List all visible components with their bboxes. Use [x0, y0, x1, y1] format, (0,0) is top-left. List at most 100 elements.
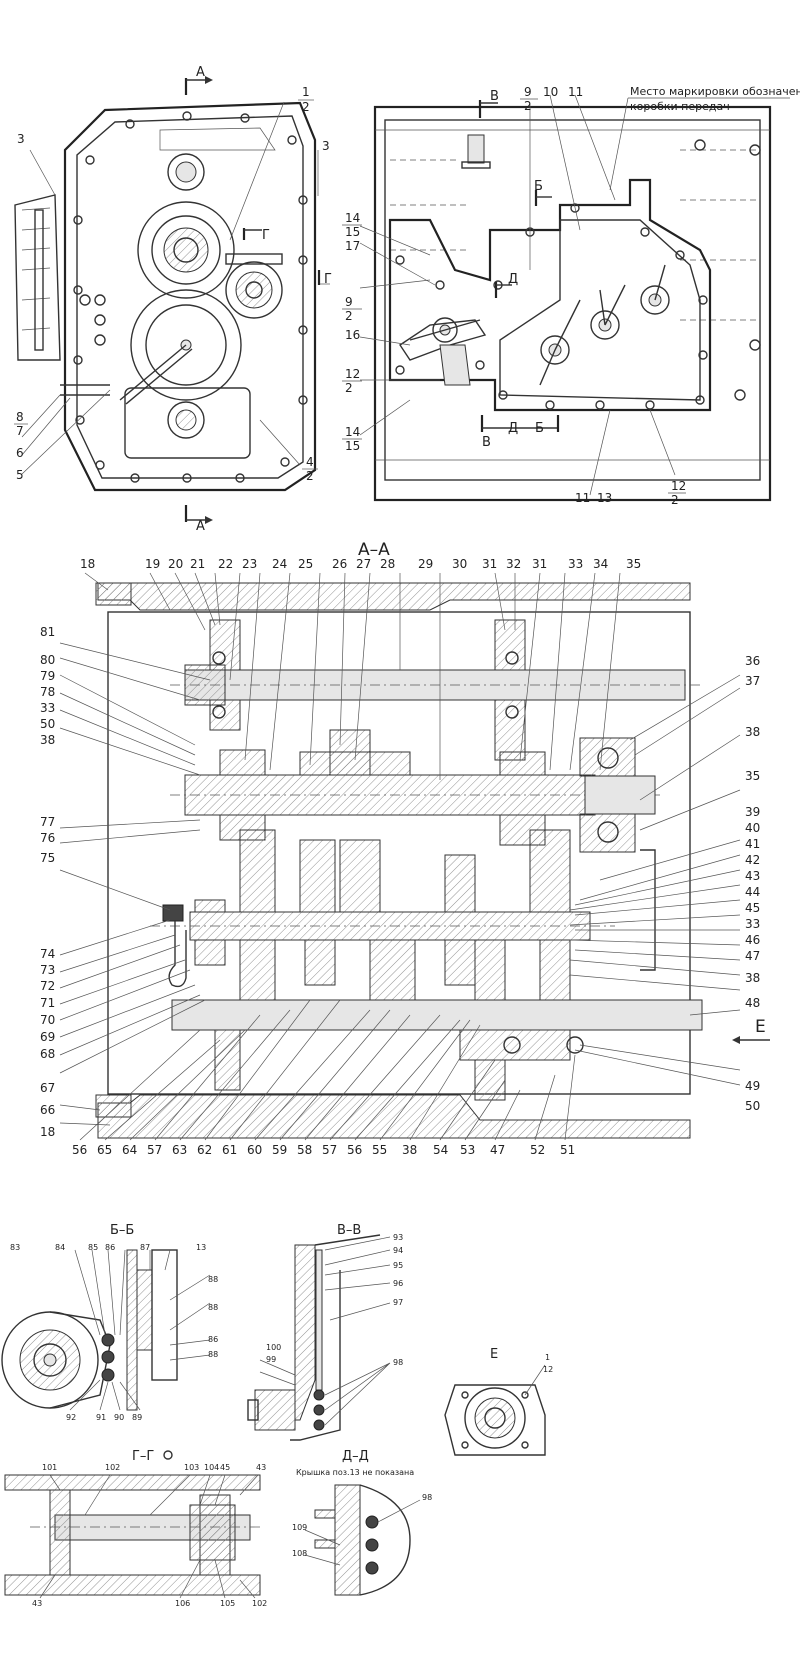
mark-b-top: Б — [534, 179, 543, 194]
callout-34: 34 — [593, 557, 608, 571]
callout-58: 58 — [297, 1143, 312, 1157]
callout-56b: 56 — [347, 1143, 362, 1157]
shift-forks — [399, 264, 670, 386]
callout-3-left: 3 — [17, 132, 25, 146]
callout-61: 61 — [222, 1143, 237, 1157]
section-d-d: Д–Д Крышка поз.13 не показана 98 109 108 — [292, 1449, 432, 1596]
callout-70: 70 — [40, 1013, 55, 1027]
side-view: В Б Д В Д Б Место маркировки обозначения… — [342, 85, 800, 507]
callout-4-2: 2 — [306, 469, 314, 483]
callout-15: 15 — [345, 225, 360, 239]
section-a-bottom-label: А — [196, 519, 205, 534]
callout-28: 28 — [380, 557, 395, 571]
callout-22: 22 — [218, 557, 233, 571]
callout-75: 75 — [40, 851, 55, 865]
mark-b-bottom: Б — [535, 421, 544, 436]
callout-43: 43 — [745, 869, 760, 883]
callout-62: 62 — [197, 1143, 212, 1157]
callout-59: 59 — [272, 1143, 287, 1157]
callout-e-1: 1 — [545, 1353, 550, 1362]
mark-d-top: Д — [508, 272, 518, 287]
callout-25: 25 — [298, 557, 313, 571]
callout-9b: 9 — [345, 295, 353, 309]
view-e: Е 1 12 — [444, 1347, 553, 1456]
callout-43a: 43 — [256, 1463, 266, 1472]
callout-33c: 33 — [40, 701, 55, 715]
section-b-b: Б–Б 83 84 85 86 87 13 88 88 86 88 92 91 … — [1, 1223, 218, 1422]
callout-65: 65 — [97, 1143, 112, 1157]
callout-88b: 88 — [208, 1303, 218, 1312]
callout-78: 78 — [40, 685, 55, 699]
callout-73: 73 — [40, 963, 55, 977]
callout-102a: 102 — [105, 1463, 120, 1472]
callout-12b: 12 — [671, 479, 686, 493]
callout-50: 50 — [745, 1099, 760, 1113]
callout-26: 26 — [332, 557, 347, 571]
callout-31a: 31 — [482, 557, 497, 571]
callout-99: 99 — [266, 1355, 276, 1364]
callout-23: 23 — [242, 557, 257, 571]
mark-v-bottom: В — [482, 435, 491, 450]
callout-1: 1 — [302, 85, 310, 99]
callout-84: 84 — [55, 1243, 65, 1252]
callout-11b: 11 — [575, 491, 590, 505]
callout-81: 81 — [40, 625, 55, 639]
callout-50b: 50 — [40, 717, 55, 731]
cover-bolts — [395, 139, 761, 410]
callout-94: 94 — [393, 1246, 403, 1255]
callout-102b: 102 — [252, 1599, 267, 1608]
callout-47b: 47 — [490, 1143, 505, 1157]
callout-11: 11 — [568, 85, 583, 99]
section-g-mark-1: Г — [262, 228, 270, 243]
callout-69: 69 — [40, 1030, 55, 1044]
callout-38b: 38 — [745, 971, 760, 985]
callout-36: 36 — [745, 654, 760, 668]
callout-15b: 15 — [345, 439, 360, 453]
callout-18-top: 18 — [80, 557, 95, 571]
callout-14b: 14 — [345, 425, 360, 439]
callout-64: 64 — [122, 1143, 137, 1157]
callout-52: 52 — [530, 1143, 545, 1157]
callout-103: 103 — [184, 1463, 199, 1472]
callout-56a: 56 — [72, 1143, 87, 1157]
callout-109: 109 — [292, 1523, 307, 1532]
callout-35: 35 — [626, 557, 641, 571]
callout-57b: 57 — [322, 1143, 337, 1157]
callout-88a: 88 — [208, 1275, 218, 1284]
view-e-title: Е — [490, 1347, 498, 1362]
callout-42: 42 — [745, 853, 760, 867]
callout-86a: 86 — [105, 1243, 115, 1252]
callout-7: 7 — [16, 424, 24, 438]
callout-40: 40 — [745, 821, 760, 835]
callout-35b: 35 — [745, 769, 760, 783]
callout-90: 90 — [114, 1413, 124, 1422]
callout-66: 66 — [40, 1103, 55, 1117]
callout-16: 16 — [345, 328, 360, 342]
callout-29: 29 — [418, 557, 433, 571]
section-g-g: Г–Г 101 102 103 104 45 43 43 106 105 102 — [4, 1449, 267, 1608]
section-a-a: А–А — [40, 540, 770, 1157]
callout-14: 14 — [345, 211, 360, 225]
callout-63: 63 — [172, 1143, 187, 1157]
callout-71: 71 — [40, 996, 55, 1010]
callout-87: 87 — [140, 1243, 150, 1252]
callout-32: 32 — [506, 557, 521, 571]
aa-bottom-callouts: 56 65 64 57 63 62 61 60 59 58 57 56 55 3… — [72, 1143, 575, 1157]
callout-10: 10 — [543, 85, 558, 99]
section-d-d-note: Крышка поз.13 не показана — [296, 1468, 414, 1477]
callout-27: 27 — [356, 557, 371, 571]
callout-60: 60 — [247, 1143, 262, 1157]
callout-31b: 31 — [532, 557, 547, 571]
callout-68: 68 — [40, 1047, 55, 1061]
callout-44: 44 — [745, 885, 760, 899]
mark-d-bottom: Д — [508, 421, 518, 436]
callout-77: 77 — [40, 815, 55, 829]
callout-74: 74 — [40, 947, 55, 961]
callout-105: 105 — [220, 1599, 235, 1608]
section-a-top-label: А — [196, 65, 205, 80]
section-a-a-title: А–А — [358, 540, 390, 560]
callout-4: 4 — [306, 455, 314, 469]
callout-76: 76 — [40, 831, 55, 845]
aa-top-callouts: 18 19 20 21 22 23 24 25 26 27 28 29 30 3… — [80, 557, 641, 571]
